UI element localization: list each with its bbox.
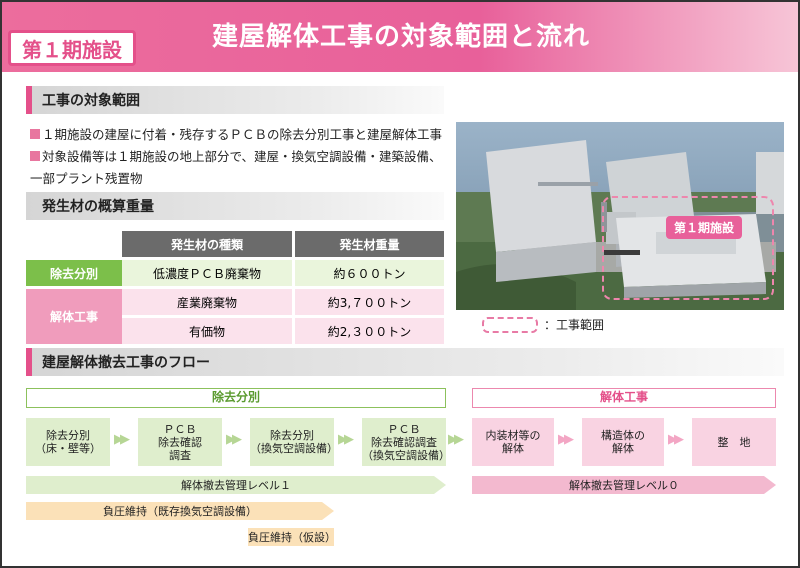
type-cell: 産業廃棄物 <box>122 289 292 315</box>
management-level-0-arrow: 解体撤去管理レベル０ <box>472 476 776 494</box>
column-header: 発生材の種類 <box>122 231 292 257</box>
flow-step: 内装材等の 解体 <box>472 418 554 466</box>
flow-step: ＰＣＢ 除去確認調査 （換気空調設備） <box>362 418 450 466</box>
waste-heading-bar: 発生材の概算重量 <box>26 192 444 220</box>
column-header: 発生材重量 <box>292 231 444 257</box>
management-level-1-arrow: 解体撤去管理レベル１ <box>26 476 446 494</box>
table-row: 解体工事 産業廃棄物 約3,７００トン <box>26 289 444 344</box>
dashed-outline-icon <box>482 316 538 333</box>
chevron-right-icon: ▶▶ <box>668 432 684 447</box>
table-header-row: 発生材の種類 発生材重量 <box>26 231 444 257</box>
scope-bullet-continuation: 一部プラント残置物 <box>30 171 143 186</box>
scope-bullet: １期施設の建屋に付着・残存するＰＣＢの除去分別工事と建屋解体工事 <box>30 124 442 143</box>
category-cell: 除去分別 <box>26 260 122 286</box>
chevron-right-icon: ▶▶ <box>558 432 574 447</box>
category-cell: 解体工事 <box>26 289 122 344</box>
scope-bullet: 対象設備等は１期施設の地上部分で、建屋・換気空調設備・建築設備、 <box>30 146 442 165</box>
flow-step: ＰＣＢ 除去確認 調査 <box>138 418 222 466</box>
chevron-right-icon: ▶▶ <box>226 432 242 447</box>
type-cell: 有価物 <box>122 318 292 344</box>
section-marker <box>26 86 32 114</box>
section-marker <box>26 348 32 376</box>
chevron-right-icon: ▶▶ <box>114 432 130 447</box>
waste-table: 発生材の種類 発生材重量 除去分別 低濃度ＰＣＢ廃棄物 約６００トン 解体工事 … <box>26 228 444 347</box>
table-row: 有価物 約2,３００トン <box>26 318 444 344</box>
legend-label: ：工事範囲 <box>544 318 605 332</box>
photo-overlay-label: 第１期施設 <box>666 216 743 239</box>
flow-step: 整 地 <box>692 418 776 466</box>
page-title: 建屋解体工事の対象範囲と流れ <box>212 22 591 52</box>
pressure-existing-arrow: 負圧維持（既存換気空調設備） <box>26 502 334 520</box>
group-removal: 除去分別 <box>26 388 446 408</box>
group-demolition: 解体工事 <box>472 388 776 408</box>
flow-step: 構造体の 解体 <box>582 418 664 466</box>
flow-step: 除去分別 （床・壁等） <box>26 418 110 466</box>
scope-dashed-outline <box>602 196 774 300</box>
waste-heading: 発生材の概算重量 <box>42 199 154 215</box>
flow-step: 除去分別 （換気空調設備） <box>250 418 338 466</box>
weight-cell: 約3,７００トン <box>292 289 444 315</box>
aerial-photo: 第１期施設 <box>456 122 784 310</box>
scope-heading: 工事の対象範囲 <box>42 93 140 109</box>
table-row: 除去分別 低濃度ＰＣＢ廃棄物 約６００トン <box>26 260 444 286</box>
stage-label: 第１期施設 <box>8 30 136 66</box>
chevron-right-icon: ▶▶ <box>338 432 354 447</box>
scope-heading-bar: 工事の対象範囲 <box>26 86 444 114</box>
header-banner: 第１期施設 建屋解体工事の対象範囲と流れ <box>2 2 798 72</box>
weight-cell: 約2,３００トン <box>292 318 444 344</box>
pressure-temp-bar: 負圧維持（仮設） <box>248 528 336 546</box>
type-cell: 低濃度ＰＣＢ廃棄物 <box>122 260 292 286</box>
weight-cell: 約６００トン <box>292 260 444 286</box>
flow-heading: 建屋解体撤去工事のフロー <box>42 355 210 371</box>
photo-legend: ：工事範囲 <box>482 316 604 333</box>
bullet-square-icon <box>30 151 40 161</box>
chevron-right-icon: ▶▶ <box>448 432 464 447</box>
flow-heading-bar: 建屋解体撤去工事のフロー <box>26 348 784 376</box>
bullet-square-icon <box>30 129 40 139</box>
